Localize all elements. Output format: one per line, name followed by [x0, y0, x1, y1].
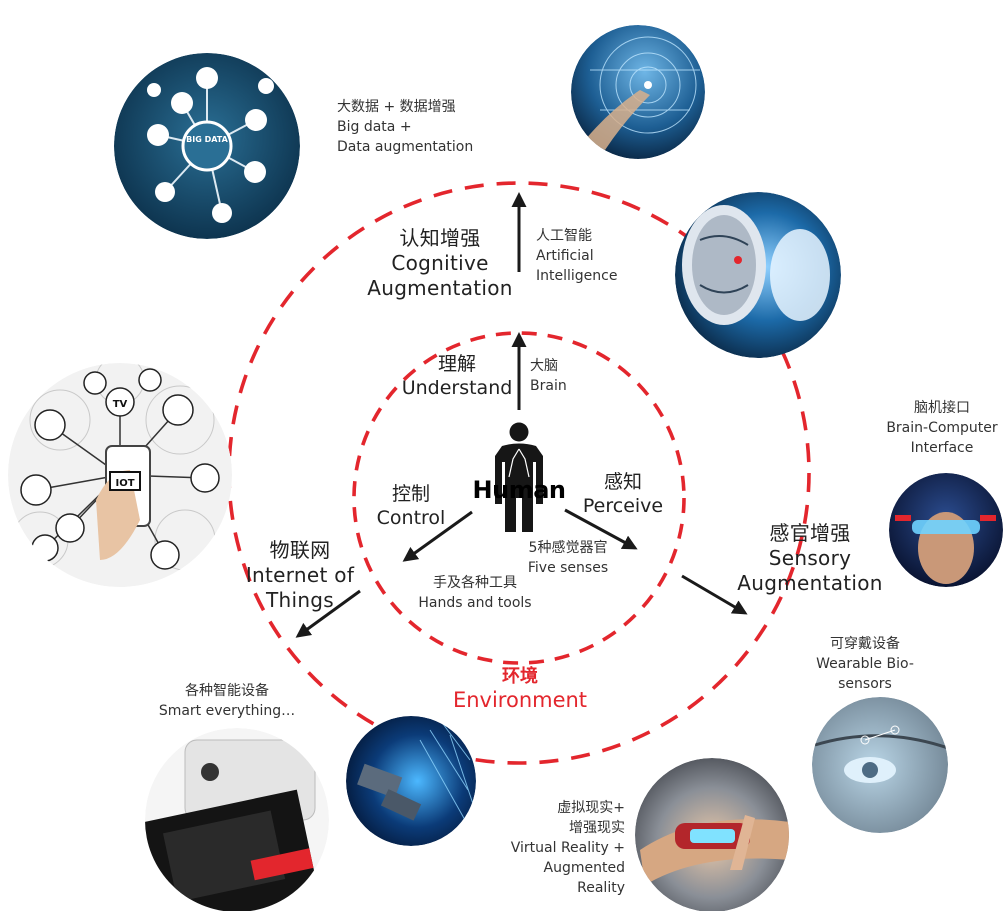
ai-en1: Artificial: [536, 248, 594, 264]
sensory-en2: Augmentation: [737, 571, 883, 595]
cognitive-label: 认知增强 Cognitive Augmentation: [365, 226, 515, 301]
bigdata-en2: Data augmentation: [337, 139, 474, 155]
smart-devices-image: [145, 728, 329, 911]
iot-tv-label: TV: [113, 399, 128, 410]
perceive-label: 感知 Perceive: [578, 470, 668, 518]
sensory-label: 感官增强 Sensory Augmentation: [735, 521, 885, 596]
smart-label: 各种智能设备 Smart everything…: [146, 681, 308, 721]
bci-image: [889, 473, 1003, 587]
perceive-en: Perceive: [582, 495, 664, 517]
vr-label: 虚拟现实+ 增强现实 Virtual Reality + Augmented R…: [500, 798, 625, 898]
sensory-zh: 感官增强: [769, 521, 851, 545]
arrow-control: [402, 510, 473, 562]
wearable-zh: 可穿戴设备: [830, 636, 900, 652]
vr-en3: Reality: [577, 880, 625, 896]
understand-label: 理解 Understand: [397, 352, 517, 400]
vr-en2: Augmented: [543, 860, 625, 876]
bci-en1: Brain-Computer: [886, 420, 998, 436]
iot-label: 物联网 Internet of Things: [240, 538, 360, 613]
sensory-en1: Sensory: [768, 546, 852, 570]
bci-en2: Interface: [910, 440, 974, 456]
arrow-sensory: [681, 574, 748, 615]
human-label: Human: [473, 476, 566, 504]
control-zh: 控制: [391, 483, 430, 505]
human-figure-icon: [495, 422, 543, 532]
bigdata-zh: 大数据 + 数据增强: [337, 99, 456, 115]
robot-ai-image: [675, 192, 841, 358]
perceive-zh: 感知: [603, 471, 642, 493]
inner-dashed-ring: [352, 331, 686, 665]
smart-zh: 各种智能设备: [185, 683, 269, 699]
senses-label: 5种感觉器官 Five senses: [513, 538, 623, 578]
vr-zh1: 虚拟现实+: [557, 800, 625, 816]
cognitive-en1: Cognitive: [391, 251, 489, 275]
brain-en: Brain: [530, 378, 567, 394]
environment-label: 环境 Environment: [440, 662, 600, 712]
vr-ar-image: [635, 758, 789, 911]
ai-zh: 人工智能: [536, 228, 592, 244]
ai-label: 人工智能 Artificial Intelligence: [536, 226, 617, 286]
wearable-en1: Wearable Bio-: [816, 656, 914, 672]
environment-en: Environment: [452, 688, 588, 712]
senses-en: Five senses: [527, 560, 609, 576]
ai-touch-image: [571, 25, 705, 159]
arrow-iot: [295, 589, 361, 638]
network-cables-image: [346, 716, 476, 846]
big-data-image: BIG DATA: [114, 53, 300, 239]
hands-zh: 手及各种工具: [433, 575, 517, 591]
bci-label: 脑机接口 Brain-Computer Interface: [882, 398, 1002, 458]
control-en: Control: [376, 507, 446, 529]
smart-en: Smart everything…: [158, 703, 296, 719]
arrow-perceive: [564, 508, 638, 550]
understand-en: Understand: [401, 377, 513, 399]
bigdata-en1: Big data +: [337, 119, 412, 135]
cognitive-en2: Augmentation: [367, 276, 513, 300]
brain-zh: 大脑: [530, 358, 558, 374]
understand-zh: 理解: [437, 353, 476, 375]
senses-zh: 5种感觉器官: [528, 540, 608, 556]
vr-en1: Virtual Reality +: [510, 840, 625, 856]
bigdata-label: 大数据 + 数据增强 Big data + Data augmentation: [337, 97, 473, 157]
control-label: 控制 Control: [372, 482, 450, 530]
wearable-en2: sensors: [838, 676, 892, 692]
big-data-hub-label: BIG DATA: [186, 135, 228, 144]
iot-en2: Things: [265, 588, 335, 612]
brain-label: 大脑 Brain: [530, 356, 567, 396]
wearable-image: [812, 697, 948, 833]
wearable-label: 可穿戴设备 Wearable Bio- sensors: [810, 634, 920, 694]
hands-label: 手及各种工具 Hands and tools: [412, 573, 538, 613]
iot-hub-label: IOT: [115, 478, 134, 489]
iot-image: TV IOT: [8, 363, 232, 587]
iot-en1: Internet of: [245, 563, 355, 587]
vr-zh2: 增强现实: [569, 820, 625, 836]
cognitive-zh: 认知增强: [399, 226, 481, 250]
hands-en: Hands and tools: [418, 595, 532, 611]
iot-zh: 物联网: [269, 538, 331, 562]
ai-en2: Intelligence: [536, 268, 618, 284]
environment-zh: 环境: [502, 666, 538, 687]
bci-zh: 脑机接口: [914, 400, 970, 416]
